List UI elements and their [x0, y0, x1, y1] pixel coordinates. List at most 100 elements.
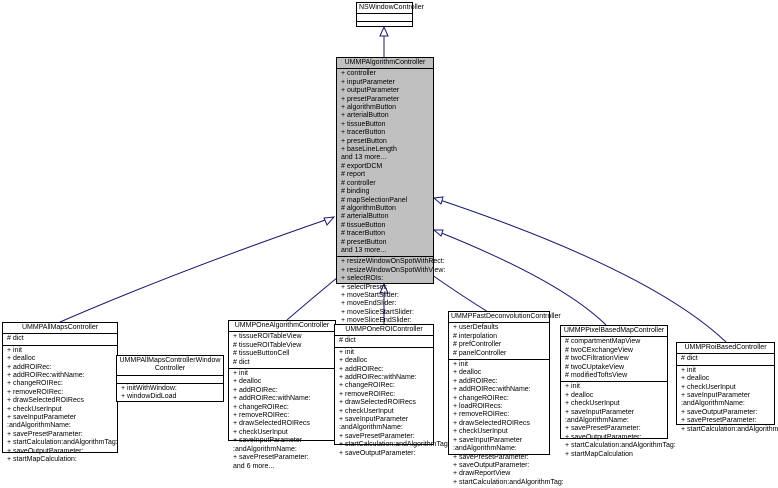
member-line: + drawSelectedROIRecs: [233, 420, 310, 428]
member-line: :andAlgorithmName:: [233, 445, 297, 453]
member-line: + init: [681, 366, 696, 374]
inheritance-edge-pixelbased: [433, 229, 607, 326]
member-line: + addROIRec:: [233, 386, 278, 394]
member-line: + checkUserInput: [7, 405, 62, 413]
member-line: + startCalculation:andAlgorithmTag:: [7, 439, 118, 447]
member-line: + init: [453, 361, 468, 369]
member-line: + checkUserInput: [339, 407, 394, 415]
member-line: + changeROIRec:: [233, 403, 289, 411]
member-line: # dict: [233, 358, 250, 366]
class-ummppixelbasedmapcontroller: UMMPPixelBasedMapController # compartmen…: [560, 325, 676, 458]
member-line: + savePresetParameter:: [565, 425, 641, 433]
member-line: + checkUserInput: [233, 428, 288, 436]
member-line: + saveOutputParameter:: [453, 461, 530, 469]
class-nswindowcontroller: NSWindowController: [356, 2, 424, 27]
member-line: + loadROIRecs:: [453, 403, 503, 411]
class-ummpallmapscontrollerwindowcontroller: UMMPAllMapsControllerWindow Controller +…: [116, 355, 224, 402]
member-line: # algorithmButton: [341, 204, 396, 212]
member-line: # panelController: [453, 349, 507, 357]
member-line: + moveEndSlider:: [341, 300, 397, 308]
member-line: + saveOutputParameter:: [565, 433, 642, 441]
member-line: + moveStartSlider:: [341, 291, 399, 299]
attributes-section: # dict: [3, 334, 117, 346]
member-line: + outputParameter: [341, 87, 400, 95]
member-line: + addROIRec:: [339, 365, 384, 373]
member-line: + moveSliceStartSlider:: [341, 308, 414, 316]
member-line: + init: [233, 370, 248, 378]
member-line: + init: [7, 346, 22, 354]
member-line: + resizeWindowOnSpotWithView:: [341, 266, 446, 274]
member-line: + saveInputParameter: [453, 436, 523, 444]
member-line: + addROIRec:withName:: [7, 372, 85, 380]
member-line: + addROIRec:withName:: [339, 374, 417, 382]
member-line: and 13 more...: [341, 246, 387, 254]
member-line: + drawReportView: [453, 470, 511, 478]
member-line: and 13 more...: [341, 154, 387, 162]
member-line: + initWithWindow:: [121, 384, 177, 392]
class-ummpfastdeconvolutioncontroller: UMMPFastDeconvolutionController + userDe…: [448, 311, 564, 486]
methods-section: + initWithWindow:+ windowDidLoad: [117, 384, 223, 403]
member-line: # tissueROITableView: [233, 341, 302, 349]
member-line: + checkUserInput: [453, 428, 508, 436]
member-line: + userDefaults: [453, 324, 499, 332]
member-line: + drawSelectedROIRecs: [7, 397, 84, 405]
methods-section: + init+ dealloc+ addROIRec:+ addROIRec:w…: [229, 369, 335, 472]
member-line: + startMapCalculation: [565, 450, 633, 458]
member-line: # dict: [7, 335, 24, 343]
member-line: + tissueButton: [341, 120, 386, 128]
arrowhead-edge-roibased: [432, 196, 444, 205]
member-line: + savePresetParameter:: [453, 453, 529, 461]
member-line: # controller: [341, 179, 376, 187]
methods-section: + init+ dealloc+ addROIRec:+ addROIRec:w…: [335, 348, 450, 459]
arrowhead-nswindowcontroller: [379, 25, 389, 37]
class-title: UMMPFastDeconvolutionController: [449, 312, 561, 324]
member-line: :andAlgorithmName:: [565, 417, 629, 425]
member-line: + saveInputParameter: [681, 392, 751, 400]
class-title: UMMPAllMapsControllerWindow Controller: [117, 356, 223, 376]
class-title: UMMPOneAlgorithmController: [229, 321, 335, 333]
member-line: + addROIRec:: [7, 363, 52, 371]
member-line: # twoCFiltrationView: [565, 355, 629, 363]
member-line: + dealloc: [565, 391, 594, 399]
member-line: + init: [565, 383, 580, 391]
class-ummpallmapscontroller: UMMPAllMapsController # dict + init+ dea…: [2, 322, 118, 463]
member-line: + checkUserInput: [681, 383, 736, 391]
class-title: UMMPAllMapsController: [3, 323, 117, 335]
member-line: + changeROIRec:: [339, 382, 395, 390]
member-line: + presetButton: [341, 137, 387, 145]
member-line: # mapSelectionPanel: [341, 196, 408, 204]
member-line: + saveOutputParameter:: [7, 447, 84, 455]
attributes-section: # dict: [335, 336, 433, 348]
member-line: + startMapCalculation:: [7, 456, 77, 464]
member-line: + selectPreset:: [341, 283, 388, 291]
member-line: + saveInputParameter: [339, 416, 409, 424]
member-line: # exportDCM: [341, 162, 383, 170]
member-line: + dealloc: [339, 357, 368, 365]
member-line: + algorithmButton: [341, 104, 397, 112]
member-line: + selectROIs:: [341, 275, 384, 283]
member-line: + removeROIRec:: [453, 411, 510, 419]
member-line: + drawSelectedROIRecs: [453, 419, 530, 427]
member-line: + init: [339, 348, 354, 356]
member-line: + addROIRec:: [453, 377, 498, 385]
class-title: UMMPRoiBasedController: [677, 343, 774, 355]
member-line: + startCalculation:andAlgorithmTag:: [453, 478, 564, 486]
member-line: + resizeWindowOnSpotWithRect:: [341, 258, 445, 266]
member-line: # binding: [341, 188, 370, 196]
member-line: + changeROIRec:: [453, 394, 509, 402]
member-line: + saveInputParameter: [565, 408, 635, 416]
attributes-section: + userDefaults# interpolation# prefContr…: [449, 323, 549, 361]
member-line: # dict: [339, 337, 356, 345]
class-title: UMMPAlgorithmController: [337, 58, 433, 70]
member-line: + controller: [341, 70, 376, 78]
member-line: + presetParameter: [341, 95, 400, 103]
inheritance-edge-allmaps: [59, 216, 335, 323]
member-line: + baseLineLength: [341, 146, 397, 154]
methods-section: + init+ dealloc+ checkUserInput+ saveInp…: [677, 366, 778, 435]
member-line: + dealloc: [453, 369, 482, 377]
arrowhead-edge-pixelbased: [432, 229, 444, 237]
attributes-section: [117, 376, 223, 384]
class-title: UMMPPixelBasedMapController: [561, 326, 667, 338]
member-line: + saveOutputParameter:: [339, 449, 416, 457]
member-line: # modifiedToftsView: [565, 372, 628, 380]
